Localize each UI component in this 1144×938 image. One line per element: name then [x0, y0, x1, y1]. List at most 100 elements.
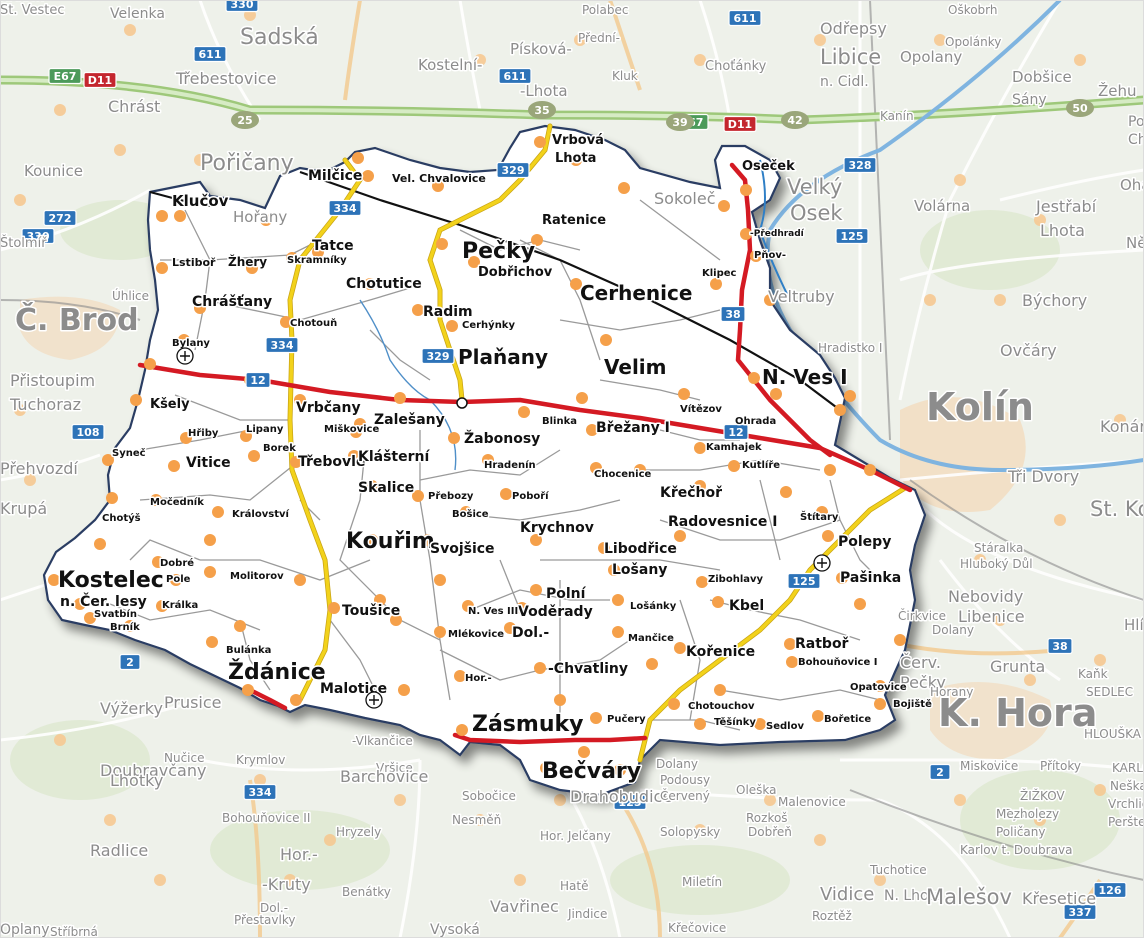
outside-place-label: Velký [787, 175, 842, 199]
outside-place-label: Opolánky [945, 35, 1001, 49]
village-dot [294, 394, 306, 406]
outside-place-label: Vrchlice [1108, 797, 1144, 811]
outside-place-label: Kolín [926, 385, 1034, 429]
road-badge-12: 12 [245, 371, 271, 389]
district-place-label: Králka [162, 599, 198, 611]
road-badge-label: D11 [88, 74, 112, 87]
road-badge-label: 334 [334, 202, 357, 215]
district-place-label: n. Čer. lesy [60, 592, 147, 610]
outside-place-label: Neška [1110, 779, 1144, 793]
outside-place-label: Ovčáry [1000, 341, 1057, 360]
district-place-label: Lstiboř [172, 256, 216, 269]
outside-place-label: Bohouňovice II [222, 811, 310, 825]
outside-place-label: Velenka [110, 6, 165, 22]
village-dot [362, 170, 374, 182]
district-place-label: Bořetice [824, 713, 871, 725]
outside-place-label: Lhota [1040, 221, 1085, 240]
district-place-label: Zibohlavy [708, 574, 764, 585]
road-badge-125: 125 [787, 572, 821, 590]
outside-place-label: Vysoká [430, 922, 480, 938]
cbrod-urban-area [20, 296, 120, 360]
district-place-label: Žabonosy [464, 430, 540, 447]
village-dot [780, 486, 792, 498]
district-place-label: Dol.- [512, 625, 549, 641]
district-place-label: Pole [166, 574, 191, 585]
outside-place-label: Tři Dvory [1007, 467, 1079, 486]
background-villages [14, 9, 1126, 886]
village-dot [206, 636, 218, 648]
outside-place-label: Solopysky [660, 825, 720, 839]
village-dot [130, 394, 142, 406]
road-badge-label: 50 [1072, 102, 1088, 115]
river-elbe-inside [758, 159, 791, 301]
outside-place-label: HLOUŠKA [1084, 726, 1142, 741]
road-badge-label: 12 [250, 374, 265, 387]
road-badge-329: 329 [421, 347, 455, 365]
village-dot [48, 574, 60, 586]
outside-place-label: Hlíz [1124, 616, 1144, 634]
district-place-label: Království [232, 508, 289, 520]
village-dot [242, 684, 254, 696]
district-place-label: Libodřice [604, 541, 677, 557]
village-dot [600, 334, 612, 346]
outside-place-label: Kostelní- [418, 56, 482, 74]
village-dot [434, 574, 446, 586]
village-dot [534, 136, 546, 148]
village-dot [754, 718, 766, 730]
outside-place-label: Křečovice [668, 921, 726, 935]
outside-place-label: Polr [1128, 114, 1144, 130]
village-dot [248, 450, 260, 462]
village-dot [468, 256, 480, 268]
village-dot [246, 262, 258, 274]
village-dot [312, 246, 324, 258]
village-dot [366, 534, 378, 546]
outside-place-label: Vršice [376, 761, 413, 775]
district-place-label: Opatovice [850, 682, 907, 693]
district-place-label: Poboří [512, 490, 549, 502]
village-dot [290, 456, 302, 468]
village-dot [234, 620, 246, 632]
district-place-label: Kutlíře [742, 459, 780, 471]
village-dot [634, 464, 646, 476]
village-dot [398, 684, 410, 696]
road-badge-label: 329 [502, 164, 525, 177]
road-badge-label: 611 [199, 48, 222, 61]
village-dot [462, 600, 474, 612]
outside-place-label: Stáralka [974, 541, 1023, 555]
village-dot [586, 424, 598, 436]
outside-place-label: Nebovidy [948, 587, 1023, 606]
outside-place-label: Krymlov [236, 753, 285, 767]
village-dot [874, 680, 886, 692]
airport-icon [176, 347, 194, 365]
village-dot [260, 214, 272, 226]
road-badge-35: 35 [528, 101, 556, 119]
district-place-label: Kamhajek [706, 442, 762, 453]
village-dot [812, 710, 824, 722]
outside-place-label: Vavřinec [490, 897, 559, 916]
outside-place-label: Sobočice [462, 789, 516, 803]
village-dot [374, 594, 386, 606]
outside-place-label: Dolany [656, 757, 698, 771]
district-place-label: Lošany [612, 562, 667, 578]
village-dot [612, 594, 624, 606]
outside-place-label: Přistoupim [10, 371, 95, 390]
village-dot [144, 358, 156, 370]
outside-place-label: Přední- [578, 31, 620, 45]
district-place-label: Přebozy [428, 490, 474, 502]
outside-place-label: Horany [930, 685, 973, 699]
village-dot [156, 262, 168, 274]
district-place-label: Pečky [462, 239, 535, 264]
outside-place-label: Odřepsy [820, 19, 887, 38]
village-dot [836, 572, 848, 584]
district-place-label: N. Ves III [468, 606, 518, 617]
road-badge-label: 328 [849, 159, 872, 172]
village-dot [764, 294, 776, 306]
outside-place-label: n. Cidl. [820, 74, 869, 90]
district-place-label: Hor.- [465, 673, 492, 684]
district-place-label: Mančice [628, 632, 674, 644]
outside-place-label: Suchdol [960, 759, 1008, 773]
village-dot [696, 576, 708, 588]
outside-place-label: Kaňk [1078, 667, 1108, 681]
